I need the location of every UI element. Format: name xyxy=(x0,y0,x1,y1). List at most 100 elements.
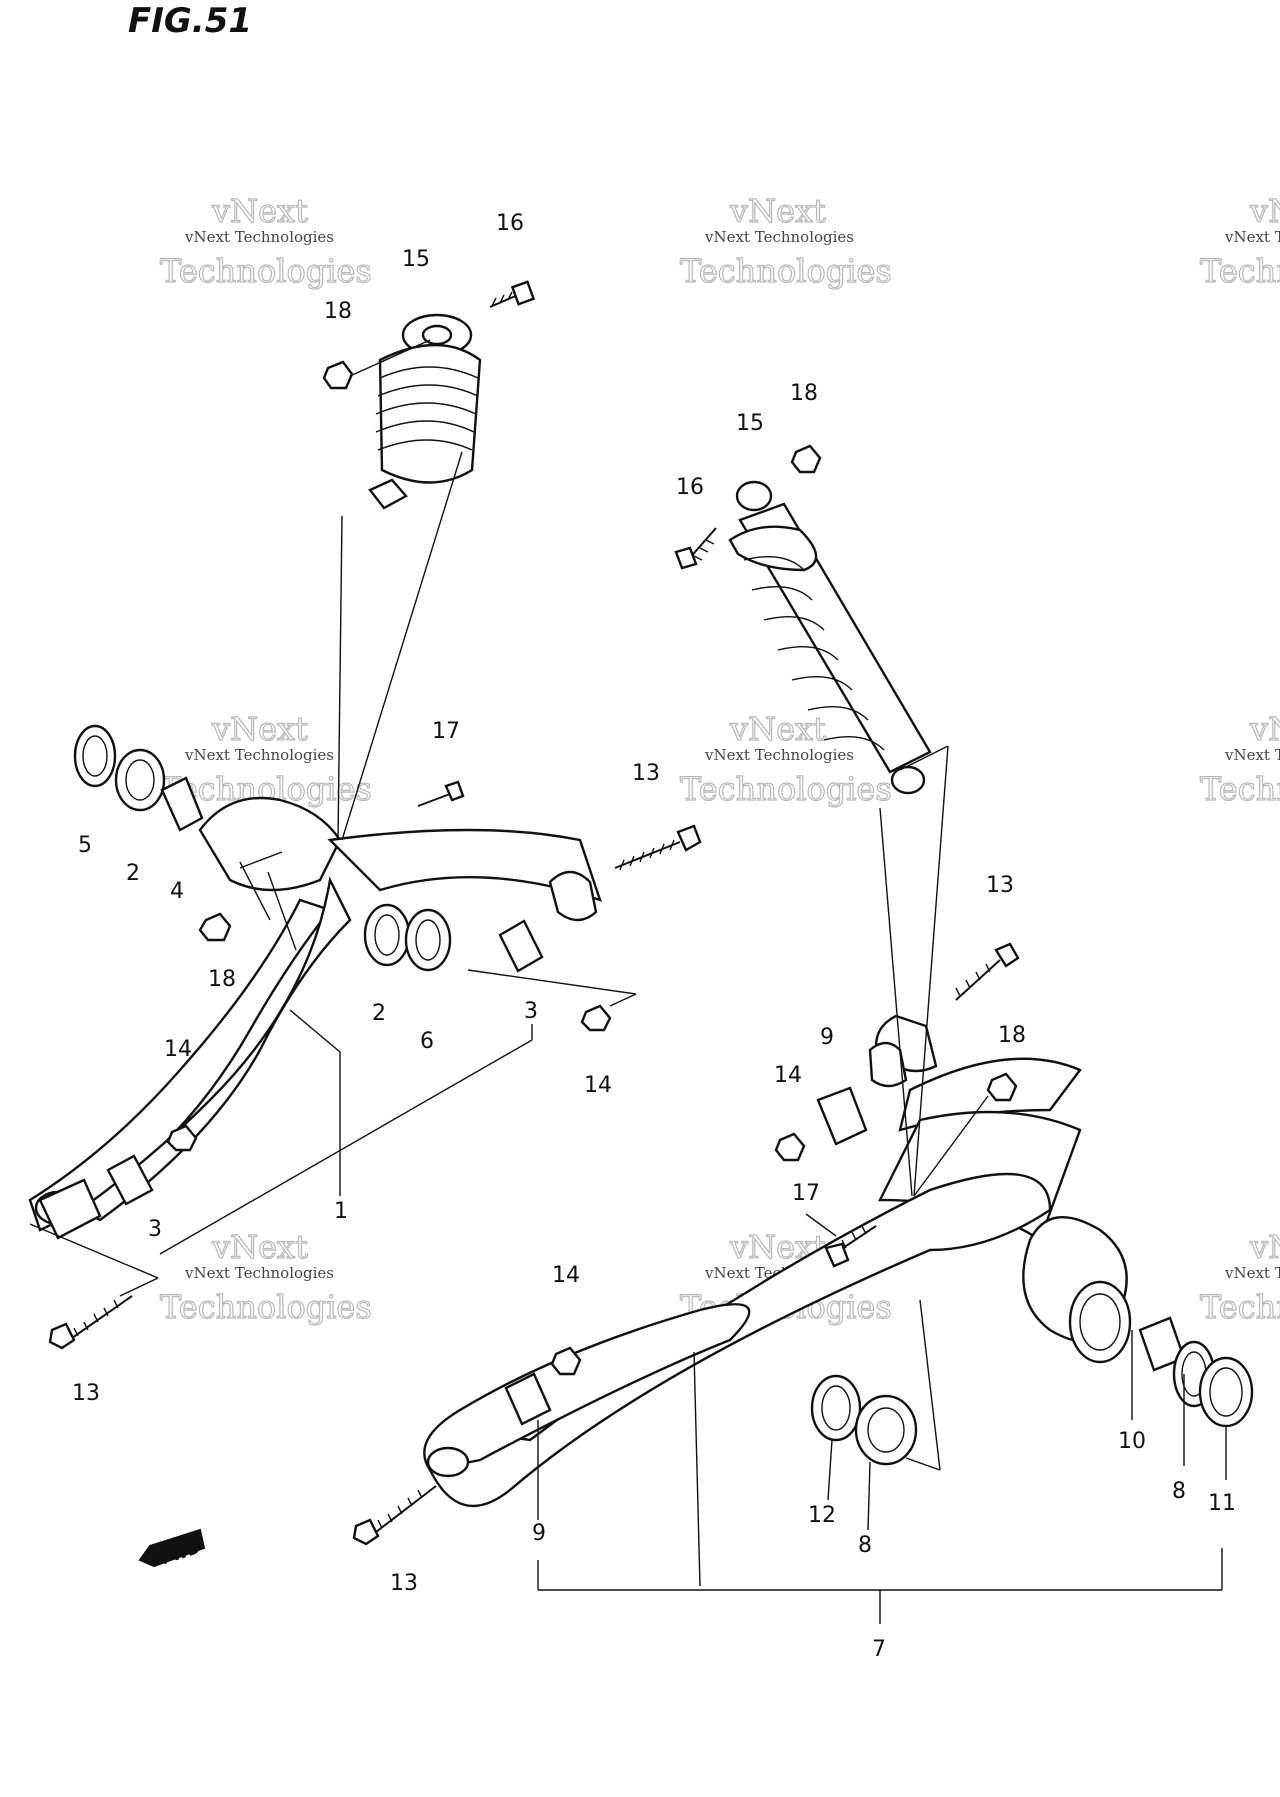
svg-text:vNext Technologies: vNext Technologies xyxy=(1224,228,1280,246)
callout-right-15: 15 xyxy=(736,411,764,436)
right-reference-lines xyxy=(537,745,1227,1624)
callout-right-11: 11 xyxy=(1208,1491,1236,1516)
callout-left-14-a: 14 xyxy=(584,1073,612,1098)
left-nut-14b-icon xyxy=(166,1124,198,1152)
callout-right-16: 16 xyxy=(676,475,704,500)
callout-right-13-upper: 13 xyxy=(986,873,1014,898)
right-bushing-9b-icon xyxy=(504,1372,552,1426)
left-seal-6-icon xyxy=(404,908,452,972)
right-nut-18-mid-icon xyxy=(986,1072,1018,1102)
watermark-bottom-right: vNext vNext Technologies Technologies xyxy=(1199,1227,1280,1326)
callout-right-10: 10 xyxy=(1118,1429,1146,1454)
right-shock-absorber xyxy=(728,480,932,795)
callout-labels: 16 15 18 17 13 5 2 4 18 2 6 3 14 14 1 3 … xyxy=(72,211,1236,1662)
callout-left-18-mid: 18 xyxy=(208,967,236,992)
watermark-top-right: vNext vNext Technologies Technologies xyxy=(1199,191,1280,290)
svg-text:vNext Technologies: vNext Technologies xyxy=(1224,1264,1280,1282)
callout-left-14-b: 14 xyxy=(164,1037,192,1062)
callout-right-13-lower: 13 xyxy=(390,1571,418,1596)
callout-left-2-b: 2 xyxy=(372,1001,386,1026)
svg-text:vNext Technologies: vNext Technologies xyxy=(704,228,854,246)
right-nut-18-top-icon xyxy=(790,444,822,474)
right-seal-11-icon xyxy=(1198,1356,1254,1428)
right-nut-14a-icon xyxy=(774,1132,806,1162)
svg-text:vNext: vNext xyxy=(211,710,308,748)
fwd-arrow-icon: FWD xyxy=(138,1528,206,1568)
watermark-top-left: vNext vNext Technologies Technologies xyxy=(159,191,372,290)
svg-text:vNext: vNext xyxy=(1249,192,1280,230)
left-bolt-13-upper-icon xyxy=(614,824,702,871)
right-bearing-8b-icon xyxy=(854,1394,918,1466)
right-swing-arm xyxy=(423,1014,1132,1508)
svg-text:vNext Technologies: vNext Technologies xyxy=(1224,746,1280,764)
svg-text:vNext: vNext xyxy=(1249,710,1280,748)
svg-text:vNext: vNext xyxy=(211,192,308,230)
left-bolt-17-icon xyxy=(417,780,465,807)
right-bolt-17-icon xyxy=(824,1225,877,1268)
right-nut-14b-icon xyxy=(550,1346,582,1376)
svg-text:vNext: vNext xyxy=(1249,1228,1280,1266)
right-seal-12-icon xyxy=(810,1374,862,1442)
svg-text:vNext Technologies: vNext Technologies xyxy=(184,746,334,764)
watermark-bottom-left: vNext vNext Technologies Technologies xyxy=(159,1227,372,1326)
svg-text:Technologies: Technologies xyxy=(1200,770,1280,808)
left-bolt-16-icon xyxy=(489,280,536,308)
svg-text:vNext: vNext xyxy=(729,192,826,230)
callout-right-8-b: 8 xyxy=(858,1533,872,1558)
callout-right-12: 12 xyxy=(808,1503,836,1528)
watermark-mid-right: vNext vNext Technologies Technologies xyxy=(1199,709,1280,808)
right-bolt-13-upper-icon xyxy=(955,942,1020,1001)
svg-text:vNext Technologies: vNext Technologies xyxy=(184,228,334,246)
left-reference-lines xyxy=(29,451,637,1297)
callout-right-18-mid: 18 xyxy=(998,1023,1026,1048)
callout-right-17: 17 xyxy=(792,1181,820,1206)
svg-text:Technologies: Technologies xyxy=(160,252,372,290)
left-bolt-13-lower-icon xyxy=(48,1295,133,1350)
callout-right-14-b: 14 xyxy=(552,1263,580,1288)
left-nut-18-mid-icon xyxy=(198,912,232,942)
callout-left-4: 4 xyxy=(170,879,184,904)
left-bearing-2b-icon xyxy=(363,903,411,967)
left-nut-18-top-icon xyxy=(322,360,354,390)
left-seal-5-icon xyxy=(73,724,117,788)
callout-left-17: 17 xyxy=(432,719,460,744)
watermark-top-center: vNext vNext Technologies Technologies xyxy=(679,191,892,290)
svg-text:vNext: vNext xyxy=(729,710,826,748)
left-shock-absorber xyxy=(368,313,482,510)
callout-left-18-top: 18 xyxy=(324,299,352,324)
svg-text:Technologies: Technologies xyxy=(680,252,892,290)
right-bushing-9a-icon xyxy=(816,1041,908,1146)
callout-right-8-a: 8 xyxy=(1172,1479,1186,1504)
callout-right-9-b: 9 xyxy=(532,1521,546,1546)
right-bolt-13-lower-icon xyxy=(352,1485,437,1546)
callout-right-7: 7 xyxy=(872,1637,886,1662)
callout-left-2-a: 2 xyxy=(126,861,140,886)
callout-left-13-upper: 13 xyxy=(632,761,660,786)
watermark-mid-center: vNext vNext Technologies Technologies xyxy=(679,709,892,808)
callout-left-6: 6 xyxy=(420,1029,434,1054)
svg-text:Technologies: Technologies xyxy=(1200,252,1280,290)
callout-right-14-a: 14 xyxy=(774,1063,802,1088)
left-bushing-3b-icon xyxy=(106,1154,154,1206)
svg-text:vNext: vNext xyxy=(211,1228,308,1266)
right-bolt-16-icon xyxy=(674,527,717,570)
callout-left-1: 1 xyxy=(334,1199,348,1224)
left-bearing-2-icon xyxy=(114,748,166,812)
left-bushing-3a-icon xyxy=(498,919,544,973)
callout-right-18-top: 18 xyxy=(790,381,818,406)
svg-text:Technologies: Technologies xyxy=(160,1288,372,1326)
figure-title: FIG.51 xyxy=(128,1,252,41)
left-nut-14a-icon xyxy=(580,1004,612,1032)
callout-right-9-a: 9 xyxy=(820,1025,834,1050)
callout-left-3-a: 3 xyxy=(524,999,538,1024)
svg-text:vNext Technologies: vNext Technologies xyxy=(184,1264,334,1282)
svg-text:Technologies: Technologies xyxy=(680,770,892,808)
callout-left-3-b: 3 xyxy=(148,1217,162,1242)
callout-left-5: 5 xyxy=(78,833,92,858)
svg-text:vNext Technologies: vNext Technologies xyxy=(704,746,854,764)
left-swing-arm xyxy=(28,796,602,1240)
callout-left-16: 16 xyxy=(496,211,524,236)
left-bushing-4-icon xyxy=(160,776,204,832)
callout-left-13-lower: 13 xyxy=(72,1381,100,1406)
